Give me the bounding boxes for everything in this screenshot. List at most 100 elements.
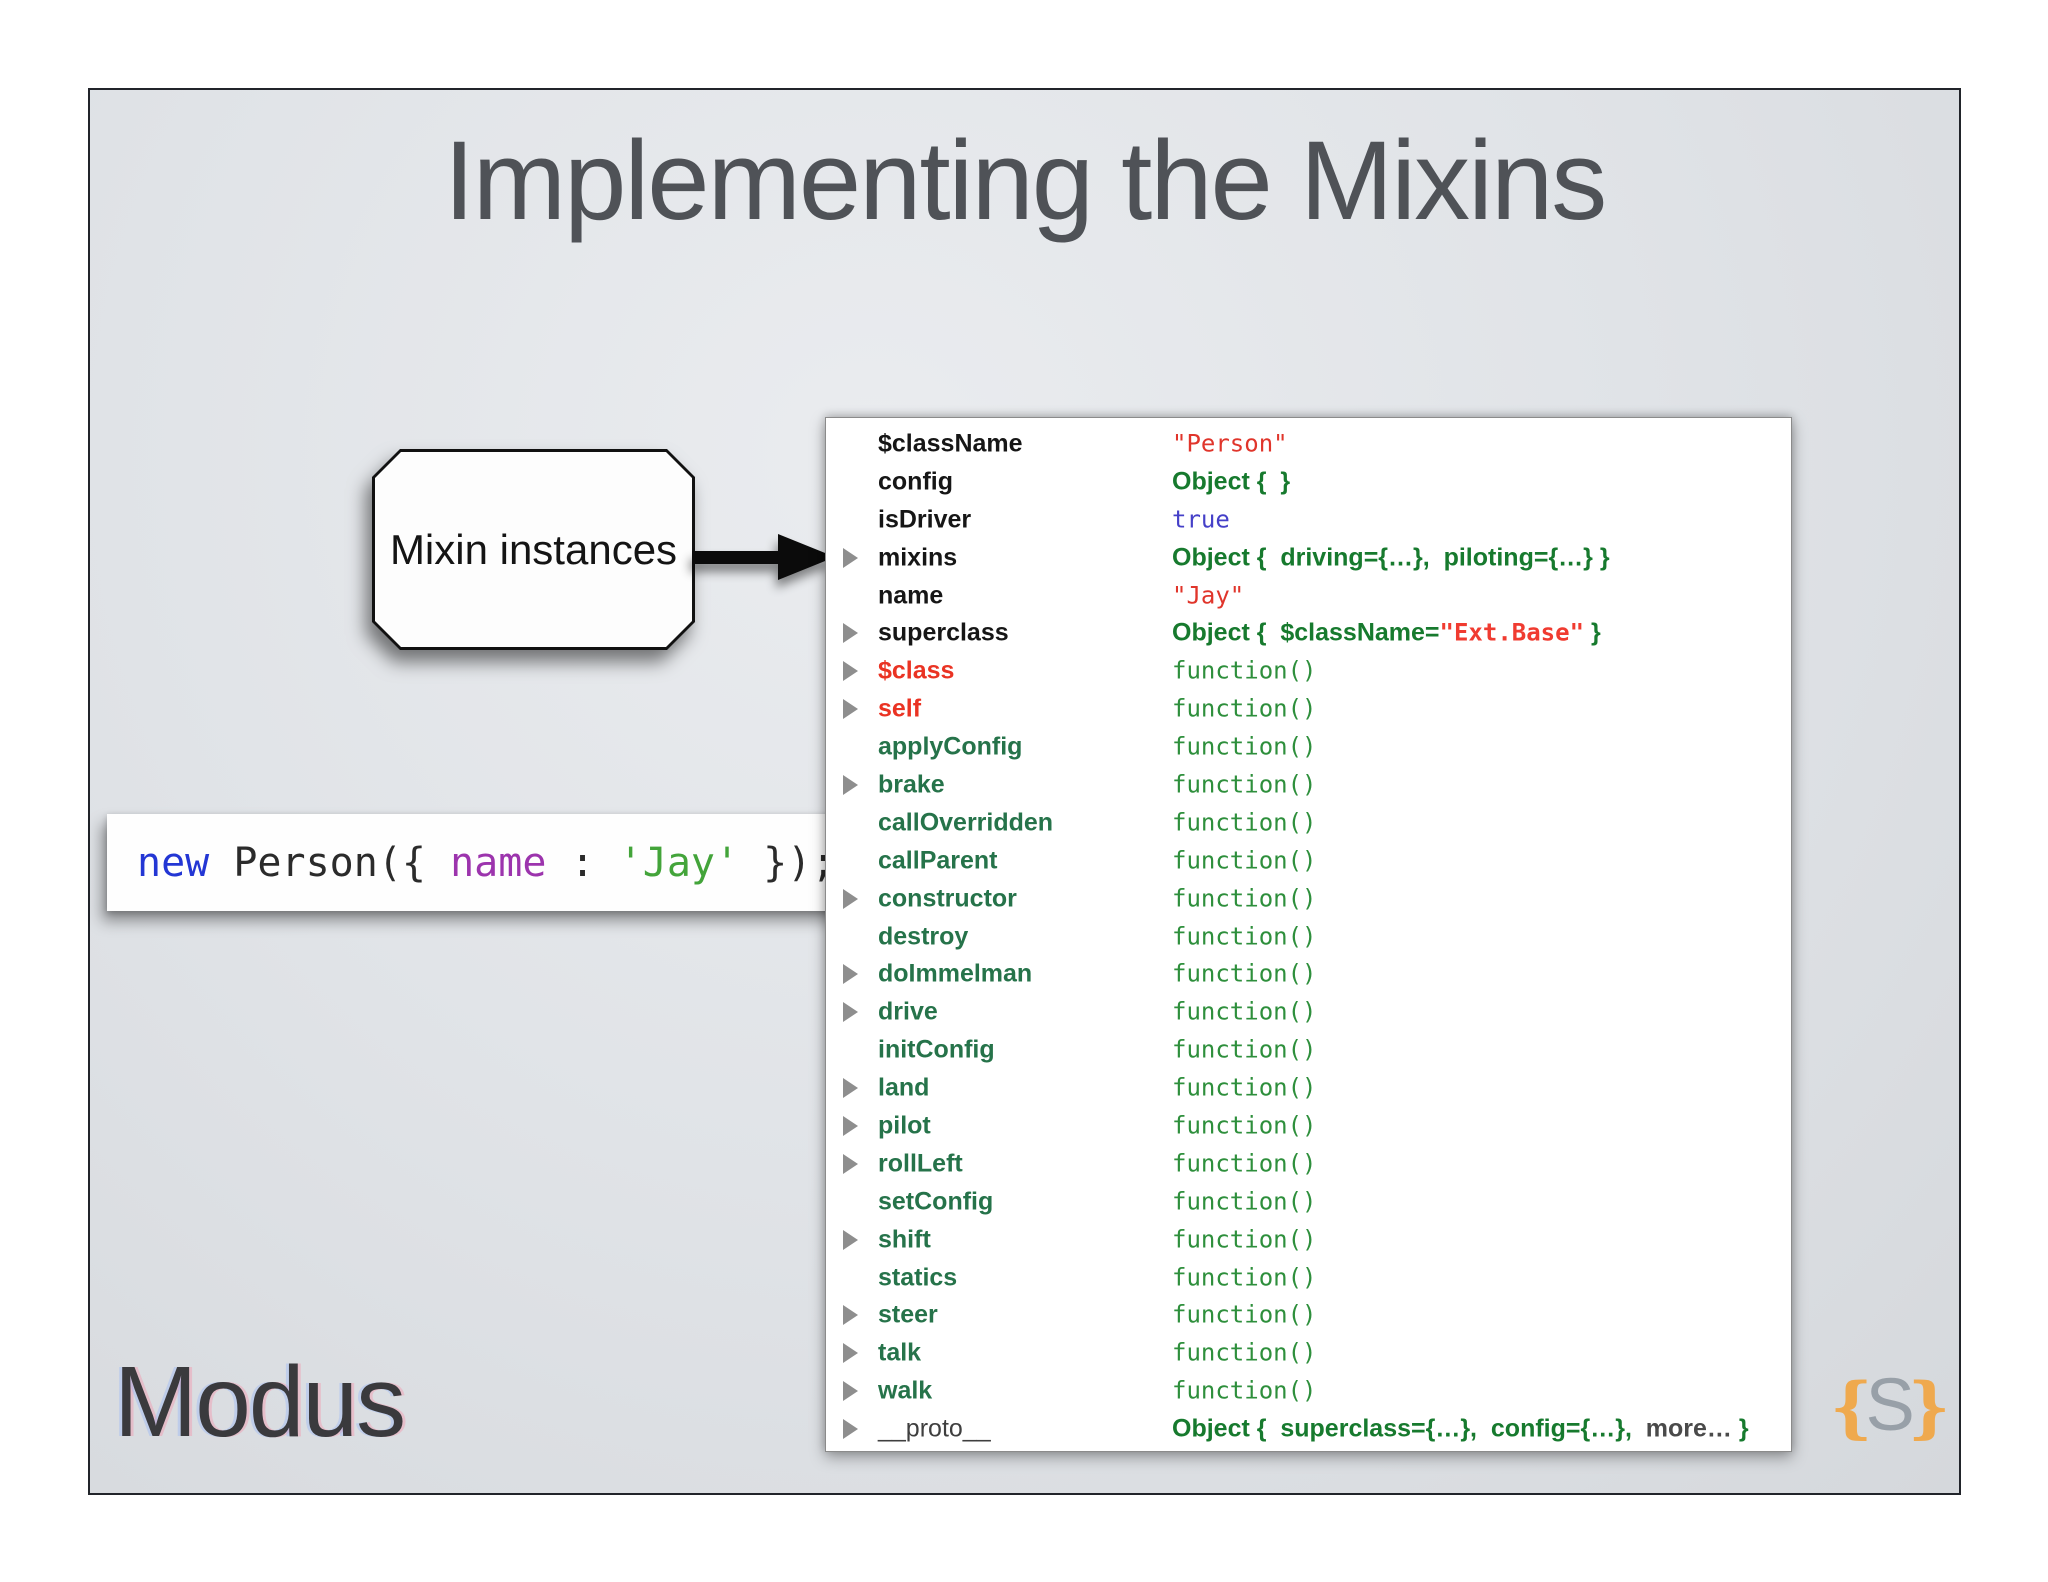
value-part: function() [1172,1149,1317,1178]
property-name: land [878,1073,930,1102]
code-token: name [450,839,547,886]
property-name: $className [878,429,1023,458]
property-value: "Person" [1172,429,1288,458]
property-value: function() [1172,846,1317,875]
inspector-row: superclass Object { $className="Ext.Base"… [826,614,1791,652]
property-value: function() [1172,1263,1317,1292]
property-name: applyConfig [878,732,1023,761]
value-part: function() [1172,1300,1317,1329]
disclosure-triangle-icon[interactable] [843,888,858,909]
property-name: __proto__ [878,1414,991,1443]
code-token: 'Jay' [618,839,740,886]
value-part: function() [1172,1376,1317,1405]
disclosure-triangle-icon[interactable] [843,1002,858,1023]
slide-title: Implementing the Mixins [443,118,1608,243]
code-snippet: new Person({ name : 'Jay' }); [107,814,854,911]
property-name: pilot [878,1111,931,1140]
disclosure-triangle-icon[interactable] [843,1229,858,1250]
property-name: brake [878,770,945,799]
inspector-row: walk function() [826,1372,1791,1410]
property-value: function() [1172,1149,1317,1178]
close-brace-icon: } [1907,1368,1951,1446]
property-value: function() [1172,733,1317,762]
disclosure-triangle-icon[interactable] [843,1343,858,1364]
value-part: function() [1172,922,1317,951]
property-value: function() [1172,770,1317,799]
value-part: function() [1172,770,1317,799]
property-name: doImmelman [878,959,1033,988]
disclosure-triangle-icon[interactable] [843,774,858,795]
property-name: initConfig [878,1035,995,1064]
disclosure-triangle-icon[interactable] [843,1078,858,1099]
value-part: function() [1172,884,1317,913]
property-value: true [1172,505,1230,534]
property-name: walk [878,1376,933,1405]
value-part: "Ext.Base" [1439,618,1585,647]
value-part: function() [1172,1073,1317,1102]
property-name: drive [878,997,938,1026]
callout-box: Mixin instances [372,449,695,650]
property-value: Object { driving={…}, piloting={…} } [1172,543,1610,572]
property-name: destroy [878,922,969,951]
brand-modus: Modus [114,1346,406,1458]
inspector-row: doImmelman function() [826,955,1791,993]
property-value: function() [1172,1225,1317,1254]
inspector-row: talk function() [826,1334,1791,1372]
inspector-row: initConfig function() [826,1031,1791,1069]
value-part: function() [1172,1225,1317,1254]
property-name: setConfig [878,1187,994,1216]
value-part: Object { } [1172,467,1291,496]
property-name: shift [878,1225,931,1254]
inspector-row: __proto__ Object { superclass={…}, config… [826,1410,1791,1448]
disclosure-triangle-icon[interactable] [843,623,858,644]
property-name: talk [878,1338,922,1367]
property-value: Object { $className="Ext.Base" } [1172,619,1601,648]
property-value: function() [1172,922,1317,951]
property-value: function() [1172,808,1317,837]
inspector-row: callParent function() [826,842,1791,880]
disclosure-triangle-icon[interactable] [843,964,858,985]
inspector-row: land function() [826,1069,1791,1107]
value-part: function() [1172,1187,1317,1216]
logo-letter-s: S [1865,1363,1915,1446]
property-value: function() [1172,1036,1317,1065]
inspector-row: brake function() [826,766,1791,804]
disclosure-triangle-icon[interactable] [843,699,858,720]
property-name: callParent [878,846,998,875]
property-value: function() [1172,657,1317,686]
disclosure-triangle-icon[interactable] [843,1305,858,1326]
property-name: rollLeft [878,1149,963,1178]
value-part: Object { superclass={…}, config={…}, [1172,1414,1646,1443]
inspector-row: shift function() [826,1221,1791,1259]
value-part: Object { $className= [1172,618,1440,647]
property-name: mixins [878,543,958,572]
disclosure-triangle-icon[interactable] [843,1153,858,1174]
code-token: }); [739,839,836,886]
disclosure-triangle-icon[interactable] [843,1381,858,1402]
inspector-row: destroy function() [826,918,1791,956]
property-name: superclass [878,618,1009,647]
property-name: name [878,581,944,609]
property-value: Object { superclass={…}, config={…}, mor… [1172,1415,1749,1444]
code-line: new Person({ name : 'Jay' }); [137,840,835,886]
disclosure-triangle-icon[interactable] [843,1419,858,1440]
curly-braces-logo: { S } [1830,1362,1950,1452]
disclosure-triangle-icon[interactable] [843,547,858,568]
pointer-arrow-icon [692,534,835,580]
value-part: Object { driving={…}, piloting={…} } [1172,543,1610,572]
value-part: true [1172,505,1230,534]
value-part: function() [1172,1338,1317,1367]
property-value: function() [1172,960,1317,989]
disclosure-triangle-icon[interactable] [843,661,858,682]
inspector-row: mixins Object { driving={…}, piloting={…}… [826,539,1791,577]
disclosure-triangle-icon[interactable] [843,1115,858,1136]
property-value: "Jay" [1172,581,1244,610]
inspector-row: name "Jay" [826,577,1791,615]
property-name: steer [878,1300,938,1329]
